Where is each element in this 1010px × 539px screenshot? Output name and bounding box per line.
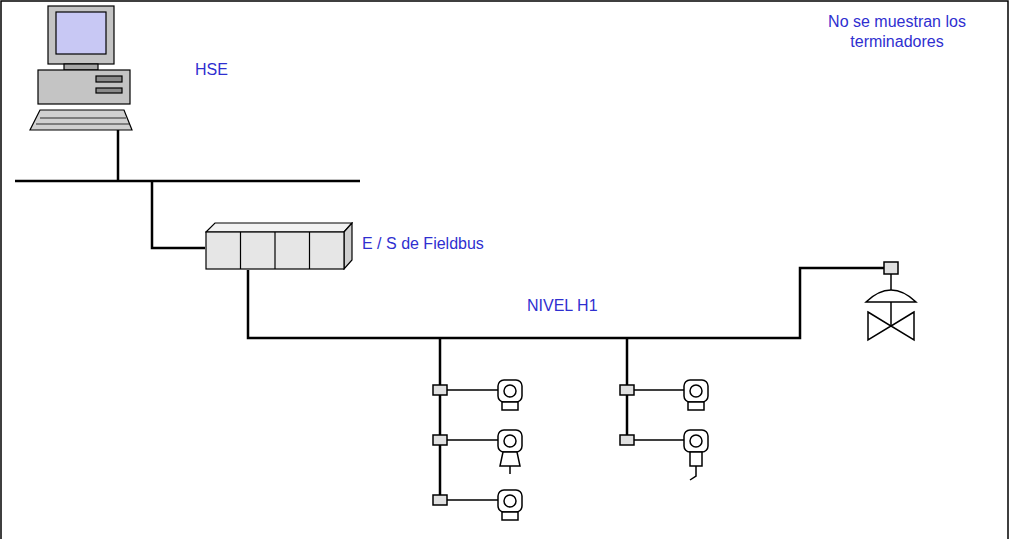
rack-outline	[205, 222, 353, 270]
io-rack: E / S de Fieldbus	[205, 222, 353, 270]
field-devices	[498, 380, 708, 520]
diagram-label: HSE	[195, 60, 228, 80]
computer	[30, 6, 132, 130]
bus-wiring	[15, 130, 884, 500]
diagram-label: NIVEL H1	[527, 296, 598, 316]
spur-connectors	[433, 262, 898, 505]
node-heading: E / S de Fieldbus	[362, 234, 484, 254]
control-valve	[866, 274, 916, 340]
diagram-label: No se muestran los terminadores	[822, 12, 972, 52]
